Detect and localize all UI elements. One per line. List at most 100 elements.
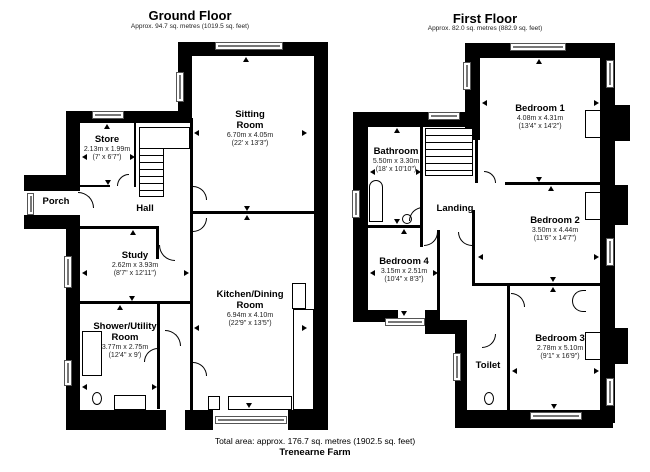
door-swing bbox=[117, 174, 129, 186]
measure-arrow-icon bbox=[82, 384, 87, 390]
wall bbox=[353, 112, 368, 322]
window bbox=[215, 42, 283, 50]
room-label-bedroom-1: Bedroom 1 4.08m x 4.31m (13'4" x 14'2") bbox=[515, 103, 565, 130]
interior-wall bbox=[156, 226, 159, 259]
room-label-bathroom: Bathroom 5.50m x 3.30m (18' x 10'10") bbox=[372, 146, 420, 173]
measure-arrow-icon bbox=[244, 215, 250, 220]
staircase bbox=[425, 128, 473, 176]
measure-arrow-icon bbox=[82, 270, 87, 276]
interior-wall bbox=[80, 226, 158, 229]
measure-arrow-icon bbox=[129, 296, 135, 301]
wall bbox=[425, 320, 463, 334]
measure-arrow-icon bbox=[433, 270, 438, 276]
room-label-store: Store 2.13m x 1.99m (7' x 6'7") bbox=[83, 134, 131, 161]
wall bbox=[455, 320, 467, 428]
window bbox=[463, 62, 471, 90]
measure-arrow-icon bbox=[243, 57, 249, 62]
interior-wall bbox=[134, 123, 136, 187]
measure-arrow-icon bbox=[550, 277, 556, 282]
staircase-landing bbox=[139, 127, 190, 149]
measure-arrow-icon bbox=[550, 287, 556, 292]
measure-arrow-icon bbox=[130, 230, 136, 235]
measure-arrow-icon bbox=[394, 219, 400, 224]
measure-arrow-icon bbox=[302, 325, 307, 331]
door-swing bbox=[193, 218, 207, 232]
window bbox=[510, 43, 566, 51]
door-swing bbox=[193, 362, 207, 376]
measure-arrow-icon bbox=[82, 154, 87, 160]
measure-arrow-icon bbox=[478, 254, 483, 260]
ground-floor-area: Approx. 94.7 sq. metres (1019.5 sq. feet… bbox=[130, 23, 250, 30]
window bbox=[606, 378, 614, 406]
door-swing bbox=[484, 171, 496, 183]
measure-arrow-icon bbox=[130, 154, 135, 160]
sink-unit bbox=[114, 395, 146, 410]
window bbox=[27, 193, 34, 215]
measure-arrow-icon bbox=[370, 270, 375, 276]
window bbox=[385, 318, 425, 326]
door-swing bbox=[409, 207, 423, 221]
wall bbox=[24, 175, 36, 187]
interior-wall bbox=[472, 210, 475, 285]
property-name: Trenearne Farm bbox=[279, 447, 351, 458]
measure-arrow-icon bbox=[536, 59, 542, 64]
measure-arrow-icon bbox=[482, 100, 487, 106]
window bbox=[215, 416, 287, 424]
first-floor-area: Approx. 82.0 sq. metres (882.9 sq. feet) bbox=[427, 25, 543, 32]
toilet-icon bbox=[484, 392, 494, 405]
wall bbox=[66, 111, 192, 123]
interior-wall bbox=[192, 211, 314, 214]
room-label-sitting-room: Sitting Room 6.70m x 4.05m (22' x 13'3") bbox=[226, 109, 274, 147]
wall bbox=[66, 410, 166, 430]
interior-wall bbox=[437, 230, 440, 310]
interior-wall bbox=[505, 182, 600, 185]
measure-arrow-icon bbox=[105, 180, 111, 185]
room-label-study: Study 2.62m x 3.93m (8'7" x 12'11") bbox=[111, 250, 159, 277]
door-swing bbox=[511, 293, 525, 307]
door-swing bbox=[458, 232, 472, 246]
chimney-breast bbox=[585, 192, 601, 220]
room-label-toilet: Toilet bbox=[475, 360, 501, 371]
interior-wall bbox=[507, 286, 510, 411]
measure-arrow-icon bbox=[246, 403, 252, 408]
measure-arrow-icon bbox=[401, 311, 407, 316]
measure-arrow-icon bbox=[594, 368, 599, 374]
wall bbox=[288, 410, 328, 430]
hob-icon bbox=[292, 283, 306, 309]
measure-arrow-icon bbox=[152, 384, 157, 390]
ground-floor-title: Ground Floor bbox=[148, 8, 232, 23]
wall bbox=[600, 43, 615, 423]
room-label-kitchen-dining: Kitchen/Dining Room 6.94m x 4.10m (22'9"… bbox=[216, 289, 284, 327]
wall bbox=[353, 112, 480, 127]
measure-arrow-icon bbox=[512, 368, 517, 374]
measure-arrow-icon bbox=[416, 169, 421, 175]
measure-arrow-icon bbox=[594, 254, 599, 260]
door-swing bbox=[424, 232, 438, 246]
measure-arrow-icon bbox=[394, 128, 400, 133]
measure-arrow-icon bbox=[370, 169, 375, 175]
door-swing bbox=[193, 186, 207, 200]
measure-arrow-icon bbox=[302, 130, 307, 136]
total-area: Total area: approx. 176.7 sq. metres (19… bbox=[214, 436, 416, 446]
wall bbox=[600, 105, 630, 141]
window bbox=[352, 190, 360, 218]
window bbox=[530, 412, 582, 420]
wall bbox=[66, 111, 80, 191]
door-swing bbox=[144, 348, 158, 362]
measure-arrow-icon bbox=[117, 305, 123, 310]
room-label-porch: Porch bbox=[42, 196, 70, 207]
wardrobe-doors bbox=[572, 290, 586, 312]
door-swing bbox=[165, 330, 181, 346]
door-swing bbox=[78, 192, 94, 208]
measure-arrow-icon bbox=[536, 177, 542, 182]
wall bbox=[185, 410, 213, 430]
measure-arrow-icon bbox=[551, 404, 557, 409]
measure-arrow-icon bbox=[104, 124, 110, 129]
room-label-landing: Landing bbox=[436, 203, 474, 214]
interior-wall bbox=[475, 138, 478, 183]
interior-wall bbox=[80, 301, 190, 304]
kitchen-worktop bbox=[293, 309, 314, 410]
chimney-breast bbox=[585, 110, 601, 138]
door-swing bbox=[482, 334, 496, 348]
window bbox=[64, 360, 72, 386]
